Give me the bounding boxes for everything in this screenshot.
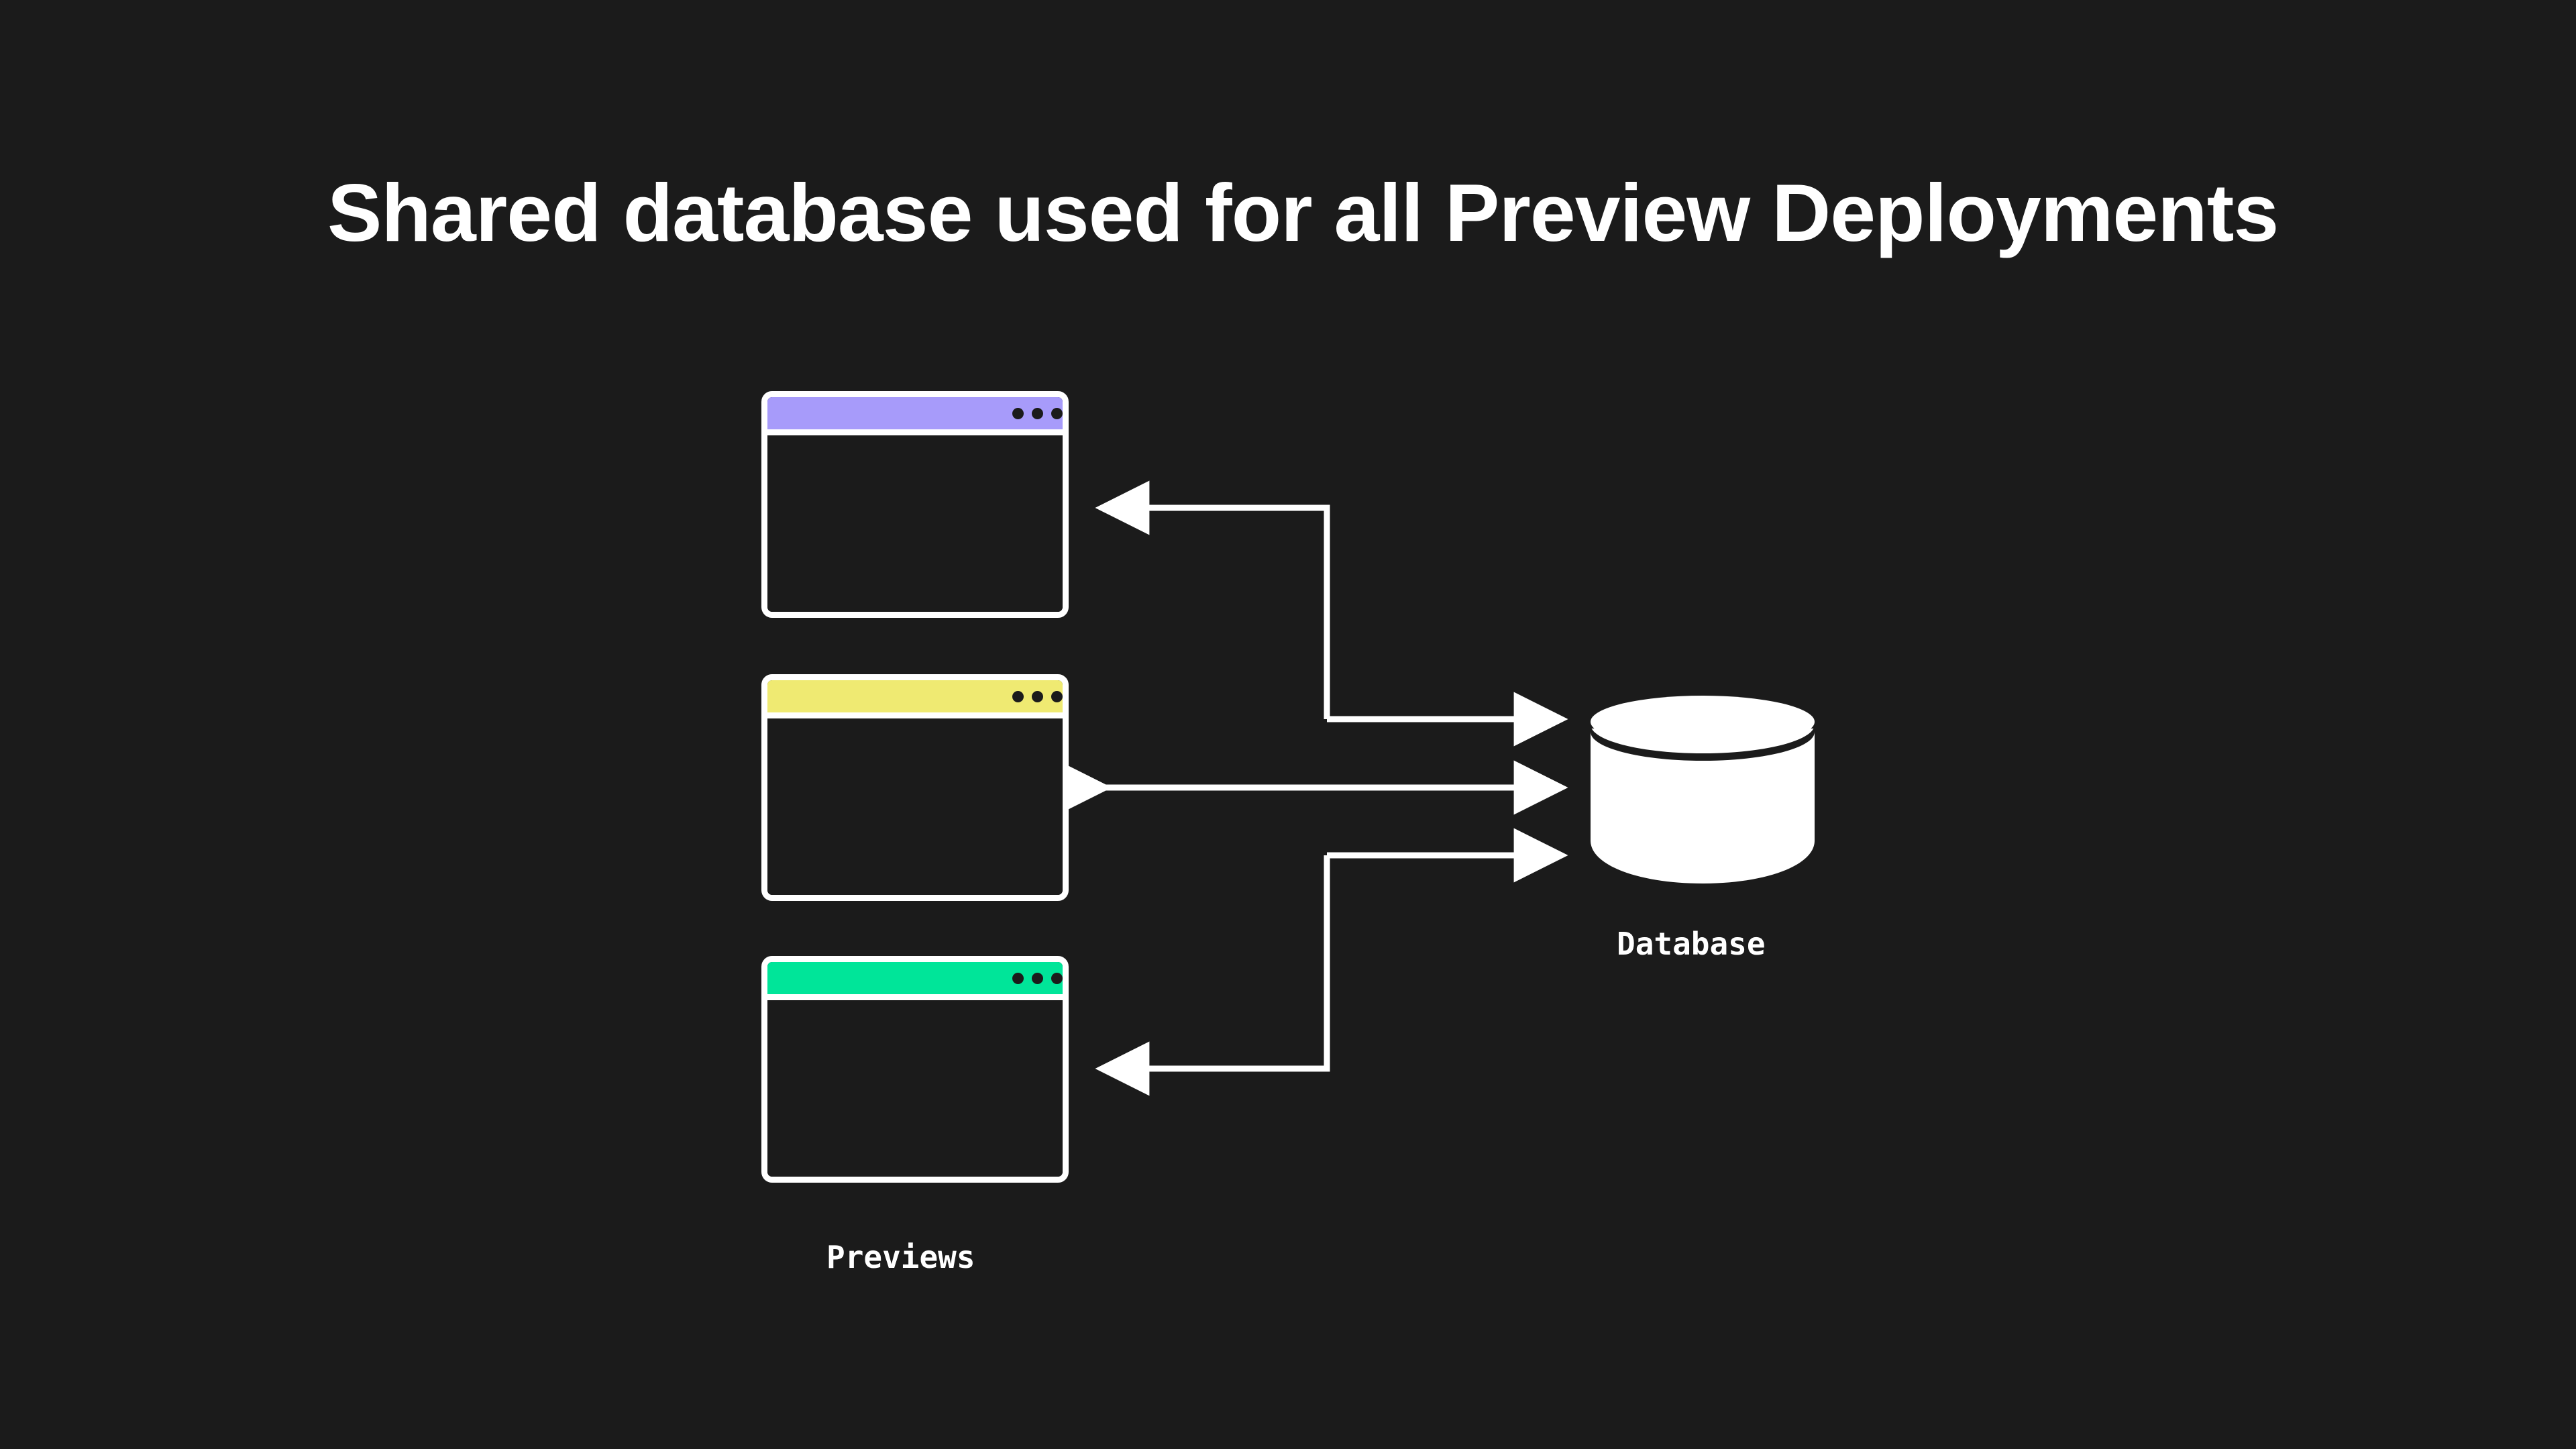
window-titlebar-green (767, 962, 1063, 1000)
window-controls-green (1012, 972, 1063, 984)
preview-window-green[interactable] (761, 956, 1069, 1183)
window-titlebar-purple (767, 397, 1063, 435)
window-content-yellow (767, 718, 1063, 895)
preview-window-purple[interactable] (761, 391, 1069, 618)
window-content-green (767, 1000, 1063, 1177)
preview-window-yellow[interactable] (761, 674, 1069, 901)
window-titlebar-yellow (767, 680, 1063, 718)
page-title: Shared database used for all Preview Dep… (327, 167, 2279, 258)
window-dot-icon[interactable] (1012, 690, 1024, 702)
window-dot-icon[interactable] (1012, 407, 1024, 419)
window-dot-icon[interactable] (1032, 972, 1043, 984)
window-dot-icon[interactable] (1032, 690, 1043, 702)
window-dot-icon[interactable] (1051, 690, 1063, 702)
connector-db-to-preview-3 (1095, 855, 1330, 1096)
window-dot-icon[interactable] (1051, 972, 1063, 984)
database-cylinder (1591, 696, 1815, 883)
window-content-purple (767, 435, 1063, 612)
window-dot-icon[interactable] (1032, 407, 1043, 419)
window-controls-yellow (1012, 690, 1063, 702)
window-dot-icon[interactable] (1012, 972, 1024, 984)
connector-db-to-preview-1 (1095, 480, 1330, 719)
window-controls-purple (1012, 407, 1063, 419)
previews-group-label: Previews (826, 1239, 975, 1275)
database-label: Database (1617, 926, 1766, 962)
window-dot-icon[interactable] (1051, 407, 1063, 419)
